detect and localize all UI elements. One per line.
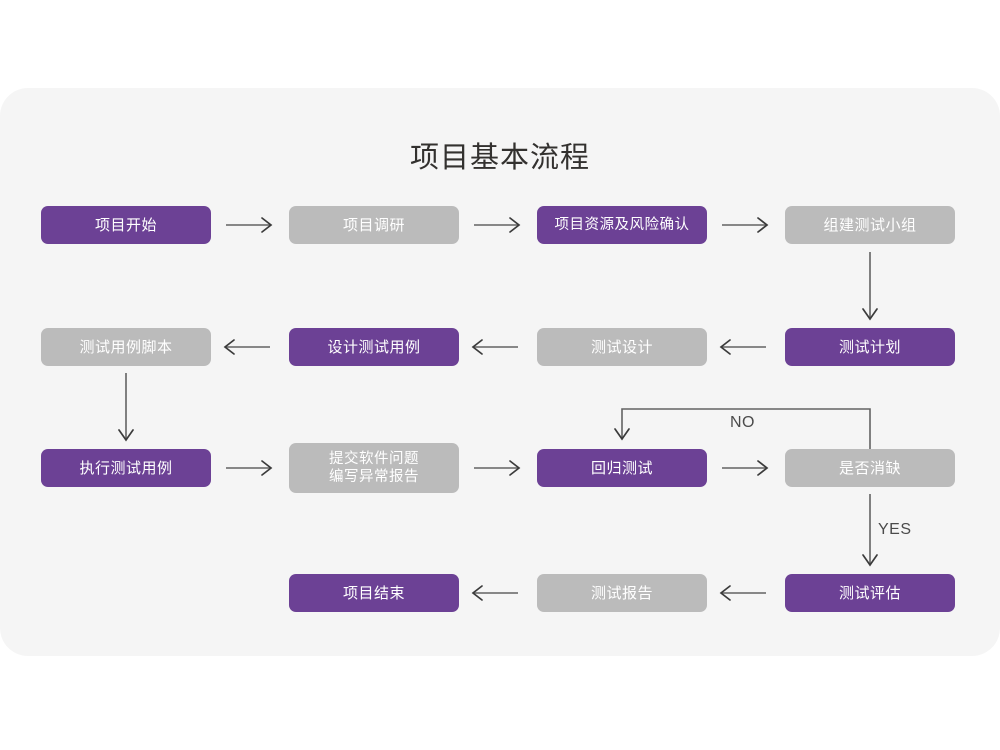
node-project-end[interactable]: 项目结束 [289,574,459,612]
node-test-report[interactable]: 测试报告 [537,574,707,612]
node-test-case-script[interactable]: 测试用例脚本 [41,328,211,366]
branch-label-no: NO [730,414,755,431]
node-project-research[interactable]: 项目调研 [289,206,459,244]
node-project-start[interactable]: 项目开始 [41,206,211,244]
node-design-test-case[interactable]: 设计测试用例 [289,328,459,366]
node-test-plan[interactable]: 测试计划 [785,328,955,366]
node-test-evaluation[interactable]: 测试评估 [785,574,955,612]
node-build-test-team[interactable]: 组建测试小组 [785,206,955,244]
branch-label-yes: YES [878,521,912,538]
page-title: 项目基本流程 [409,142,590,174]
node-execute-test-case[interactable]: 执行测试用例 [41,449,211,487]
node-resource-risk-confirm[interactable]: 项目资源及风险确认 [537,206,707,244]
node-regression-test[interactable]: 回归测试 [537,449,707,487]
node-defect-cleared[interactable]: 是否消缺 [785,449,955,487]
node-test-design[interactable]: 测试设计 [537,328,707,366]
diagram-panel [0,88,1000,656]
node-submit-issue-report[interactable]: 提交软件问题 编写异常报告 [289,443,459,493]
